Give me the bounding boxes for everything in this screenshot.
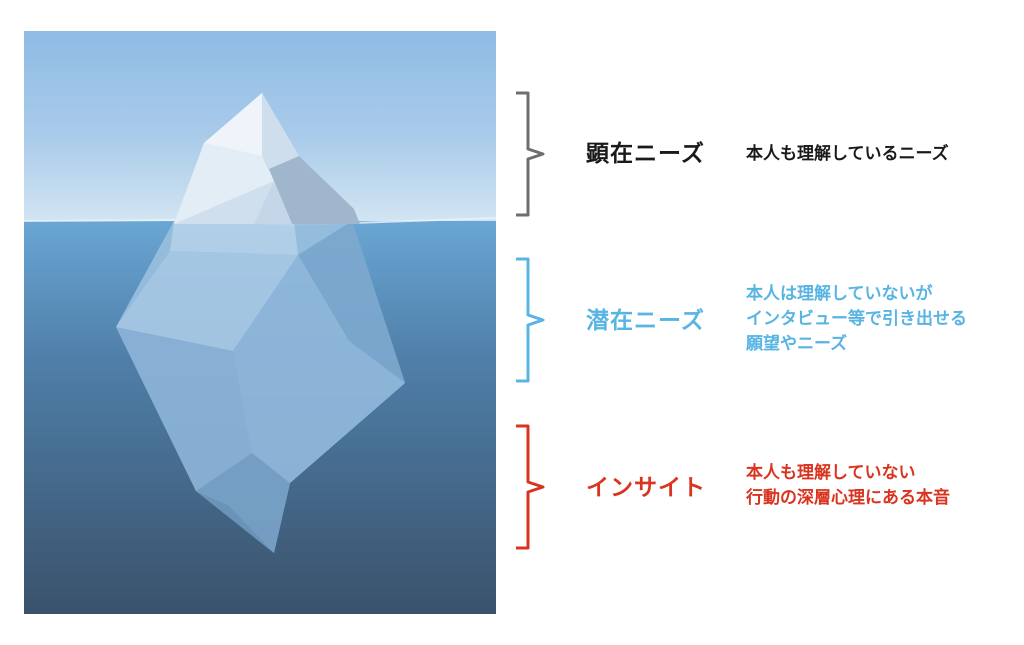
description-line: 願望やニーズ: [746, 334, 848, 354]
iceberg-icon: [24, 31, 496, 614]
explicit-needs-description: 本人も理解しているニーズ: [746, 142, 949, 167]
brace-path: [516, 91, 545, 217]
latent-needs-title: 潜在ニーズ: [586, 308, 705, 334]
insight-brace: [510, 423, 550, 551]
description-line: 本人も理解していない: [746, 463, 916, 483]
explicit-needs-brace: [510, 90, 550, 218]
description-line: インタビュー等で引き出せる: [746, 309, 967, 329]
insight-title: インサイト: [586, 475, 706, 501]
brace-path: [516, 257, 545, 383]
explicit-needs-title: 顕在ニーズ: [586, 141, 705, 167]
iceberg-illustration: [24, 31, 496, 614]
insight-description: 本人も理解していない 行動の深層心理にある本音: [746, 461, 950, 511]
latent-needs-description: 本人は理解していないが インタビュー等で引き出せる 願望やニーズ: [746, 282, 967, 357]
description-line: 本人は理解していないが: [746, 284, 933, 304]
description-line: 本人も理解しているニーズ: [746, 144, 949, 164]
description-line: 行動の深層心理にある本音: [746, 488, 950, 508]
latent-needs-brace: [510, 256, 550, 384]
brace-path: [516, 424, 545, 550]
iceberg-above-water: [174, 93, 360, 224]
iceberg-underwater: [116, 221, 405, 553]
